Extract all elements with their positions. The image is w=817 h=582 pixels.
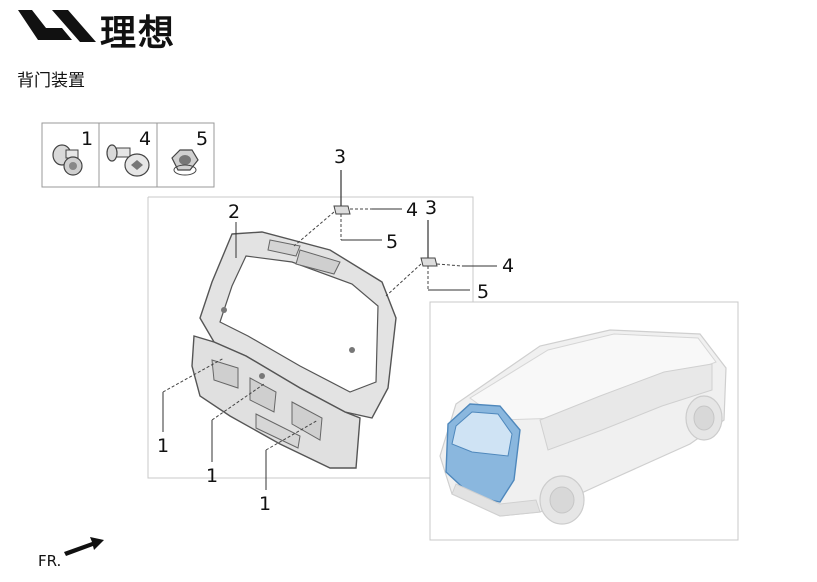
callout-bolt: 1	[206, 465, 218, 487]
callout-bracket: 3	[425, 197, 437, 219]
callout-bolt: 1	[259, 493, 271, 515]
page-subtitle: 背门装置	[17, 71, 85, 91]
torx-screw-icon	[106, 144, 150, 177]
fastener-legend: 1 4 5	[41, 122, 215, 188]
front-direction-arrow-icon	[64, 537, 104, 556]
callout-tailgate: 2	[228, 201, 240, 223]
legend-label: 4	[139, 128, 151, 150]
hex-nut-icon	[171, 149, 199, 176]
callout-screw: 4	[406, 199, 418, 221]
hinge-bracket-right	[385, 220, 497, 297]
bolt-leader-lines	[162, 357, 319, 490]
flange-bolt-icon	[52, 144, 83, 176]
callout-screw: 4	[502, 255, 514, 277]
vehicle-locator-illustration	[439, 329, 727, 525]
hinge-bracket-left	[293, 170, 402, 247]
legend-label: 5	[196, 128, 208, 150]
front-direction-label: FR.	[38, 552, 62, 570]
brand-name: 理想	[100, 13, 177, 54]
li-auto-logo-icon	[18, 10, 96, 42]
callout-nut: 5	[477, 281, 489, 303]
tailgate-assembly	[191, 231, 397, 469]
callout-bolt: 1	[157, 435, 169, 457]
callout-nut: 5	[386, 231, 398, 253]
legend-label: 1	[81, 128, 93, 150]
callout-bracket: 3	[334, 146, 346, 168]
